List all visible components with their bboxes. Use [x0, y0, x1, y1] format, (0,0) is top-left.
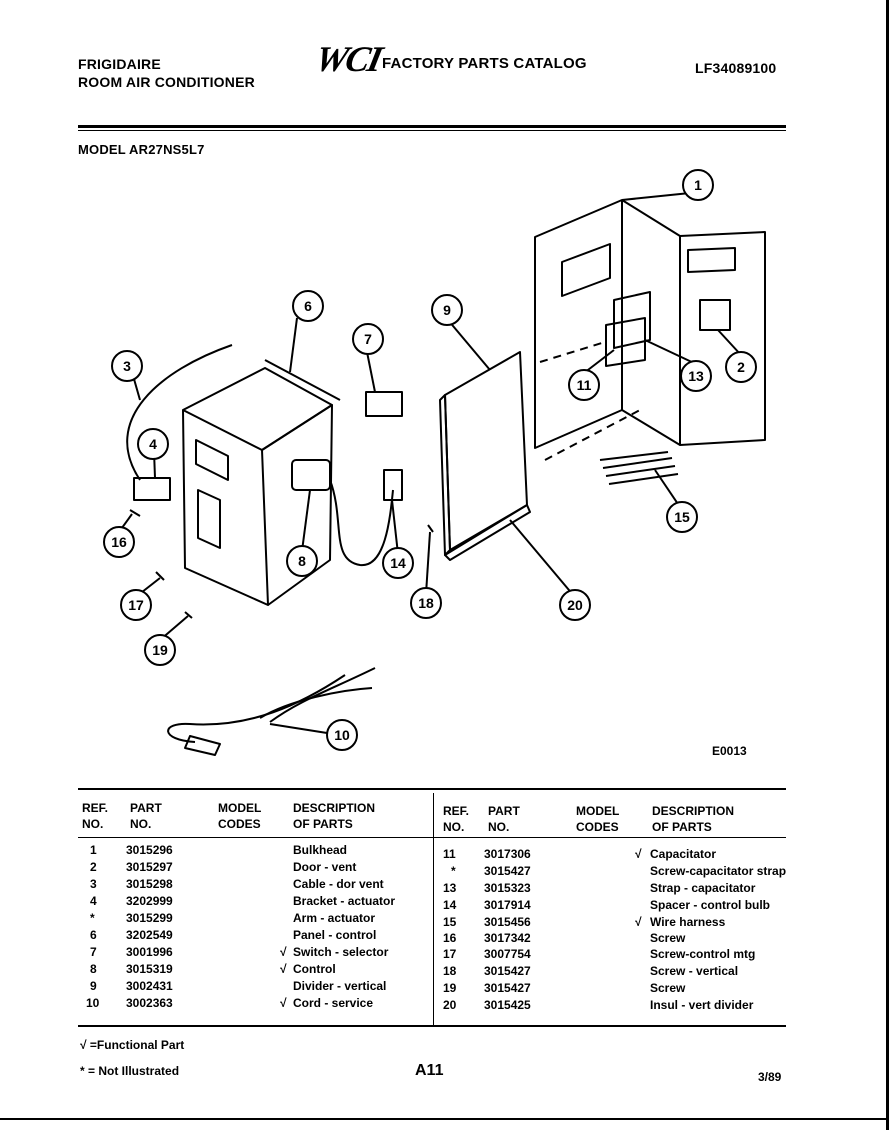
callout-9: 9 [431, 294, 463, 326]
svg-text:18: 18 [418, 595, 434, 611]
catalog-number: LF34089100 [695, 60, 777, 76]
callout-2: 2 [725, 351, 757, 383]
catalog-title: FACTORY PARTS CATALOG [382, 55, 587, 72]
callout-14: 14 [382, 547, 414, 579]
callout-10: 10 [326, 719, 358, 751]
callout-7: 7 [352, 323, 384, 355]
service-cord-part [167, 667, 376, 756]
bracket-part [133, 477, 171, 501]
callout-3: 3 [111, 350, 143, 382]
wci-logo: WCI [311, 39, 385, 79]
callout-20: 20 [559, 589, 591, 621]
control-part [291, 459, 394, 567]
divider-part [439, 351, 531, 561]
table-bottom-rule [78, 1025, 786, 1027]
wire-harness-part [599, 451, 679, 485]
figure-code: E0013 [712, 744, 747, 758]
screw-18 [427, 524, 434, 533]
svg-text:6: 6 [304, 298, 312, 314]
table-header-rule [78, 837, 786, 838]
svg-text:8: 8 [298, 553, 306, 569]
callout-17: 17 [120, 589, 152, 621]
exploded-parts-diagram: 1 2 13 11 6 7 3 4 9 16 8 14 15 17 18 20 … [103, 169, 766, 756]
callout-4: 4 [137, 428, 169, 460]
svg-text:10: 10 [334, 727, 350, 743]
table-top-rule [78, 788, 786, 790]
legend-not-illustrated: * = Not Illustrated [80, 1064, 180, 1078]
legend-functional-part: √ =Functional Part [80, 1038, 185, 1052]
callout-19: 19 [144, 634, 176, 666]
bulkhead-part [534, 199, 766, 461]
svg-text:17: 17 [128, 597, 144, 613]
svg-text:4: 4 [149, 436, 157, 452]
callout-13: 13 [680, 360, 712, 392]
callout-16: 16 [103, 526, 135, 558]
header-rule [78, 125, 786, 131]
cable-part [126, 344, 233, 481]
svg-text:2: 2 [737, 359, 745, 375]
screw-16 [129, 509, 141, 517]
callout-15: 15 [666, 501, 698, 533]
callout-1: 1 [682, 169, 714, 201]
model-label: MODEL AR27NS5L7 [78, 142, 205, 157]
svg-text:15: 15 [674, 509, 690, 525]
page-number: A11 [415, 1062, 444, 1079]
svg-text:13: 13 [688, 368, 704, 384]
svg-text:14: 14 [390, 555, 406, 571]
callout-18: 18 [410, 587, 442, 619]
svg-text:7: 7 [364, 331, 372, 347]
page-border-right [886, 0, 889, 1130]
product-name: ROOM AIR CONDITIONER [78, 74, 255, 90]
table-column-divider [433, 793, 434, 1025]
screw-17 [155, 571, 165, 581]
callout-6: 6 [292, 290, 324, 322]
control-panel-part [182, 359, 341, 606]
svg-text:3: 3 [123, 358, 131, 374]
screw-19 [184, 611, 193, 619]
svg-text:9: 9 [443, 302, 451, 318]
col-header-ref-right: REF.NO. [443, 804, 470, 834]
page-border-bottom [0, 1118, 889, 1120]
callout-11: 11 [568, 369, 600, 401]
brand-name: FRIGIDAIRE [78, 56, 161, 72]
col-header-ref: REF.NO. [82, 801, 109, 831]
svg-text:20: 20 [567, 597, 583, 613]
callout-8: 8 [286, 545, 318, 577]
svg-text:16: 16 [111, 534, 127, 550]
selector-switch-part [365, 391, 403, 417]
svg-text:19: 19 [152, 642, 168, 658]
svg-text:11: 11 [577, 377, 592, 393]
svg-text:1: 1 [694, 177, 702, 193]
catalog-date: 3/89 [758, 1070, 782, 1084]
